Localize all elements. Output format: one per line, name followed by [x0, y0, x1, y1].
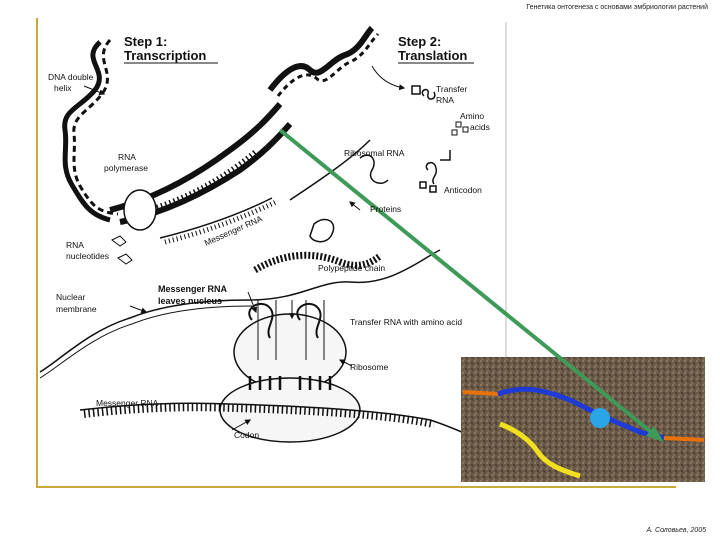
amino-acids [451, 121, 469, 136]
label-rna-polymerase-1: RNA [118, 152, 136, 162]
pointer-arrows [83, 65, 406, 431]
step2-subtitle: Translation [398, 48, 467, 63]
dna-double-helix [62, 25, 380, 223]
step1-title: Step 1: [124, 34, 167, 49]
label-mrna-leaves-nucleus-2: leaves nucleus [158, 296, 222, 306]
label-polypeptide-chain: Polypeptide chain [318, 263, 385, 273]
label-transfer-rna-2: RNA [436, 95, 454, 105]
messenger-rna-bottom-bases [83, 403, 435, 428]
ribosome [219, 300, 361, 443]
messenger-rna-strand [159, 197, 273, 239]
label-nuclear-membrane-2: membrane [56, 304, 97, 314]
label-rna-nucleotides-1: RNA [66, 240, 84, 250]
rna-nucleotides [111, 235, 133, 265]
green-pointer-arrow [278, 128, 658, 438]
label-rna-polymerase-2: polymerase [104, 163, 148, 173]
inset-cyan-marker [590, 408, 610, 428]
green-arrow-head [646, 426, 664, 442]
protein-blob [309, 218, 335, 243]
polypeptide-chain [253, 251, 383, 274]
header-title: Генетика онтогенеза с основами эмбриолог… [526, 4, 708, 11]
messenger-rna-bases [164, 199, 278, 245]
label-nuclear-membrane-1: Nuclear [56, 292, 85, 302]
label-ribosomal-rna: Ribosomal RNA [344, 148, 405, 158]
label-rna-nucleotides-2: nucleotides [66, 251, 109, 261]
label-amino-acids-2: acids [470, 122, 490, 132]
label-messenger-rna-bottom: Messenger RNA [96, 398, 159, 408]
label-anticodon: Anticodon [444, 185, 482, 195]
label-codon: Codon [234, 430, 259, 440]
inset-orange-strand-right [663, 436, 705, 442]
messenger-rna-bottom-strand [79, 402, 491, 445]
left-accent-rule [36, 18, 38, 488]
nuclear-membrane-inner [39, 305, 253, 379]
label-mrna-leaves-nucleus-1: Messenger RNA [158, 284, 228, 294]
step1-subtitle: Transcription [124, 48, 206, 63]
bottom-accent-rule [36, 486, 676, 488]
label-proteins: Proteins [370, 204, 401, 214]
inset-yellow-strand [499, 421, 581, 479]
footer-author: А. Соловьев, 2005 [646, 527, 706, 534]
anticodon-trna [419, 150, 451, 193]
ribosomal-rna [289, 139, 389, 201]
label-dna-double-helix-2: helix [54, 83, 72, 93]
transfer-rna-top [411, 85, 436, 100]
label-transfer-rna-amino-acid: Transfer RNA with amino acid [350, 317, 462, 327]
step2-title: Step 2: [398, 34, 441, 49]
inset-orange-strand-left [462, 390, 499, 396]
label-ribosome: Ribosome [350, 362, 389, 372]
label-transfer-rna-1: Transfer [436, 84, 468, 94]
nuclear-membrane [39, 249, 441, 373]
label-dna-double-helix-1: DNA double [48, 72, 94, 82]
rna-polymerase [123, 189, 157, 231]
inset-blue-strand [497, 386, 665, 441]
label-amino-acids-1: Amino [460, 111, 484, 121]
